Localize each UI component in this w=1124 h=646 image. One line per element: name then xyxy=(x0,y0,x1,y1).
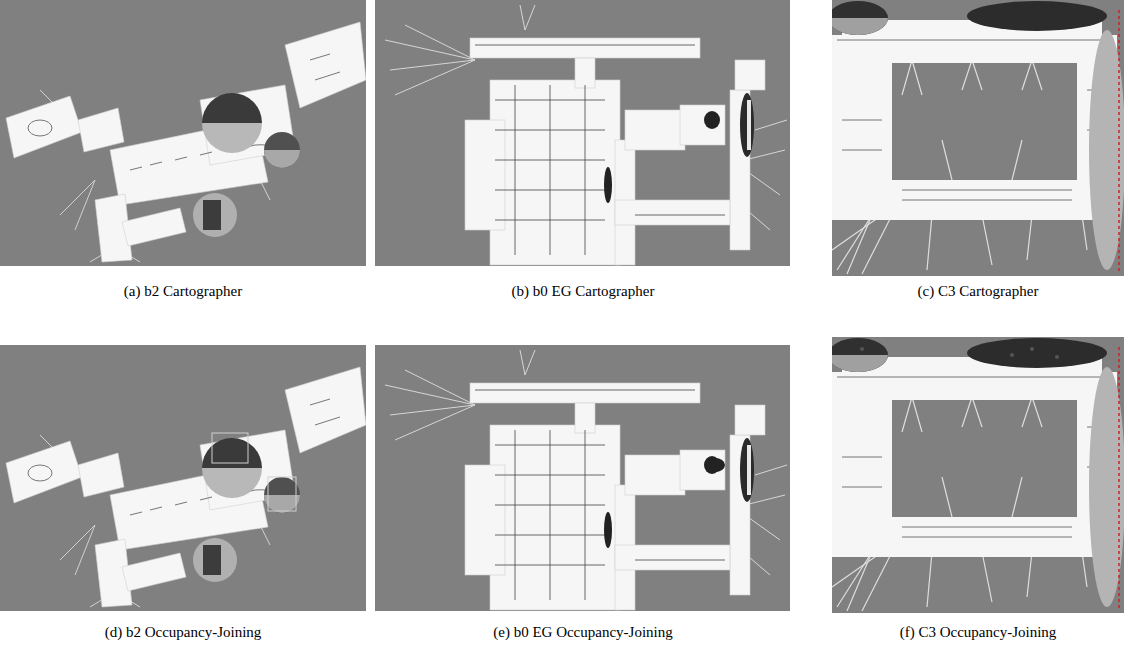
figure-caption: (b) b0 EG Cartographer xyxy=(512,283,655,300)
map-panel xyxy=(375,0,790,266)
figure-caption: (a) b2 Cartographer xyxy=(124,283,242,300)
figure-caption: (f) C3 Occupancy-Joining xyxy=(900,624,1057,641)
figure-caption: (e) b0 EG Occupancy-Joining xyxy=(493,624,673,641)
map-panel xyxy=(832,337,1124,613)
map-panel xyxy=(0,0,366,266)
figure-caption: (d) b2 Occupancy-Joining xyxy=(105,624,262,641)
figure-caption: (c) C3 Cartographer xyxy=(918,283,1039,300)
map-panel xyxy=(0,345,366,611)
map-panel xyxy=(375,345,790,611)
map-panel xyxy=(832,0,1124,276)
